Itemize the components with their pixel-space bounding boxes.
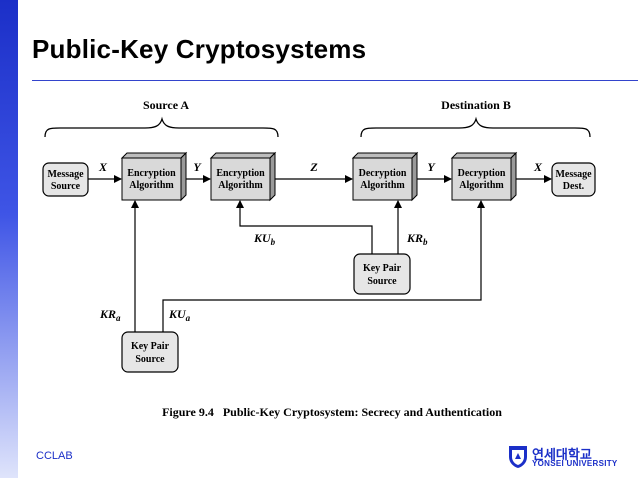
edge-label-ku-b: KUb [253, 231, 276, 247]
university-logo: 연세대학교 YONSEI UNIVERSITY [508, 444, 630, 470]
key-pair-source-b-node: Key Pair Source [353, 253, 411, 295]
source-brace [44, 116, 279, 138]
title-underline [32, 80, 638, 81]
shield-icon [509, 446, 527, 468]
encryption-1-label-2: Algorithm [129, 180, 174, 191]
edge-label-kr-a: KRa [99, 307, 121, 323]
keypair-a-label-1: Key Pair [131, 341, 170, 352]
group-label-destination: Destination B [441, 98, 511, 112]
decryption-1-label-2: Algorithm [360, 180, 405, 191]
arrow-ku-a [162, 200, 485, 332]
message-dest-label-2: Dest. [563, 181, 585, 192]
edge-label-x1: X [98, 160, 108, 174]
key-pair-source-a-node: Key Pair Source [121, 331, 179, 373]
keypair-b-label-2: Source [367, 276, 397, 287]
decryption-2-label-2: Algorithm [459, 180, 504, 191]
encryption-1-label-1: Encryption [127, 168, 176, 179]
university-subtitle: YONSEI UNIVERSITY [532, 459, 618, 468]
message-dest-node: Message Dest. [551, 162, 596, 197]
decryption-1-label-1: Decryption [359, 168, 407, 179]
footer-label: CCLAB [36, 450, 73, 462]
public-key-diagram: Source A Destination B Message Source En… [42, 98, 596, 419]
edge-label-y2: Y [427, 160, 436, 174]
university-name: 연세대학교 [532, 448, 592, 463]
encryption-2-label-1: Encryption [216, 168, 265, 179]
keypair-b-label-1: Key Pair [363, 263, 402, 274]
message-source-label-2: Source [51, 181, 81, 192]
arrow-ku-b [236, 200, 373, 254]
group-label-source: Source A [143, 98, 189, 112]
message-source-label-1: Message [47, 169, 84, 180]
message-source-node: Message Source [42, 162, 89, 197]
edge-label-x2: X [533, 160, 543, 174]
edge-label-kr-b: KRb [406, 231, 428, 247]
slide-title: Public-Key Cryptosystems [32, 34, 367, 64]
keypair-a-label-2: Source [135, 354, 165, 365]
edge-label-ku-a: KUa [168, 307, 191, 323]
message-dest-label-1: Message [555, 169, 592, 180]
destination-brace [360, 116, 591, 138]
decryption-algorithm-2-node: Decryption Algorithm [450, 151, 518, 202]
decryption-2-label-1: Decryption [458, 168, 506, 179]
figure-caption: Figure 9.4 Public-Key Cryptosystem: Secr… [162, 405, 502, 419]
encryption-2-label-2: Algorithm [218, 180, 263, 191]
encryption-algorithm-1-node: Encryption Algorithm [120, 151, 188, 202]
decryption-algorithm-1-node: Decryption Algorithm [351, 151, 419, 202]
edge-label-z: Z [309, 160, 318, 174]
edge-label-y1: Y [193, 160, 202, 174]
left-accent-bar [0, 0, 18, 478]
encryption-algorithm-2-node: Encryption Algorithm [209, 151, 277, 202]
